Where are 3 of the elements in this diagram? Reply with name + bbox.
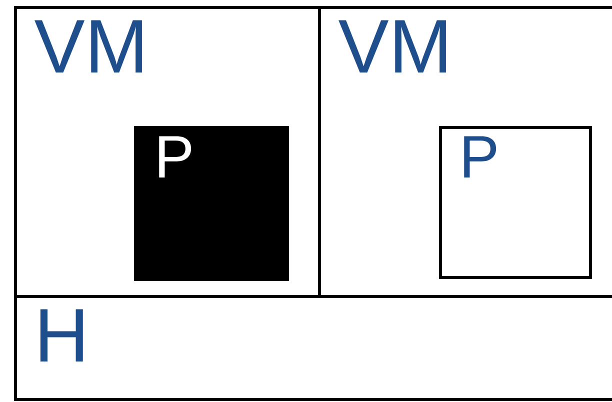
host-box: H [14, 295, 612, 401]
process-box: P [134, 126, 289, 281]
process-box: P [439, 126, 592, 279]
